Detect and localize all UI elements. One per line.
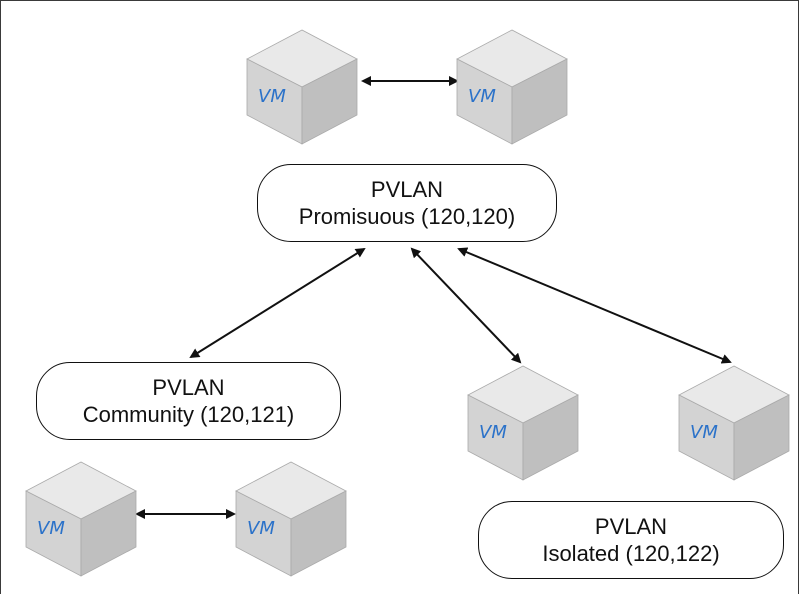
- vm-icon-community-1: VM: [25, 461, 137, 577]
- pvlan-community-node: PVLAN Community (120,121): [36, 362, 341, 440]
- vm-label: VM: [479, 422, 507, 443]
- arrow-promiscuous-community: [189, 247, 366, 359]
- vm-icon-top-right: VM: [456, 29, 568, 145]
- vm-icon-isolated-2: VM: [678, 365, 790, 481]
- arrow-promiscuous-isolated-vm1: [410, 247, 522, 364]
- vm-label: VM: [258, 86, 286, 107]
- pvlan-isolated-subtitle: Isolated (120,122): [542, 541, 720, 566]
- vm-label: VM: [247, 518, 275, 539]
- pvlan-promiscuous-node: PVLAN Promisuous (120,120): [257, 164, 557, 242]
- pvlan-promiscuous-subtitle: Promisuous (120,120): [298, 204, 516, 229]
- vm-icon-isolated-1: VM: [467, 365, 579, 481]
- vm-icon-top-left: VM: [246, 29, 358, 145]
- pvlan-promiscuous-title: PVLAN: [370, 177, 444, 202]
- vm-label: VM: [690, 422, 718, 443]
- vm-label: VM: [468, 86, 496, 107]
- pvlan-isolated-node: PVLAN Isolated (120,122): [478, 501, 784, 579]
- arrow-promiscuous-isolated-vm2: [457, 247, 732, 364]
- vm-label: VM: [37, 518, 65, 539]
- vm-icon-community-2: VM: [235, 461, 347, 577]
- pvlan-community-subtitle: Community (120,121): [82, 402, 295, 427]
- pvlan-isolated-title: PVLAN: [594, 514, 668, 539]
- pvlan-community-title: PVLAN: [152, 375, 225, 400]
